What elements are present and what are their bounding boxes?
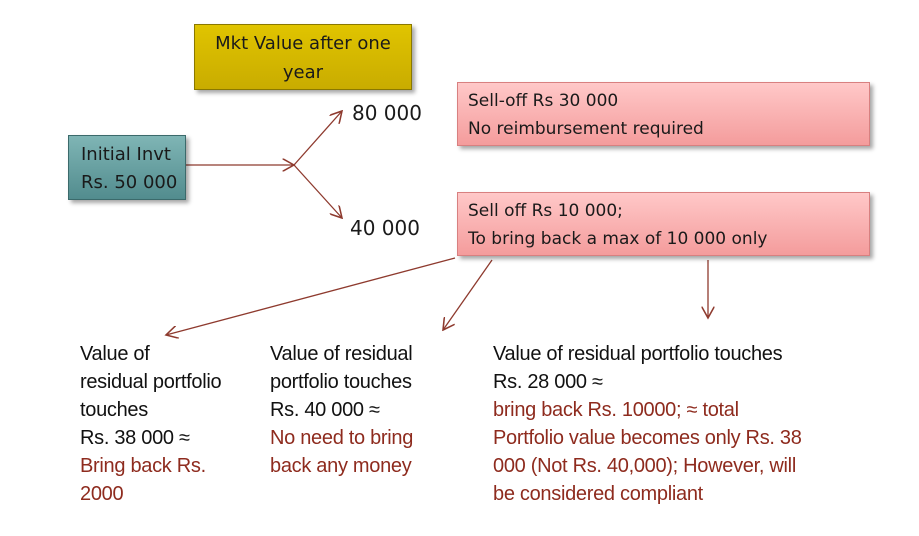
arrow-scenario-2 <box>443 259 493 330</box>
scenario-text: Value of residual <box>270 343 413 365</box>
arrow-up <box>293 111 342 166</box>
scenario-text: Rs. 38 000 ≈ <box>80 427 190 449</box>
initial-investment-box: Initial Invt Rs. 50 000 <box>68 135 186 200</box>
header-line: Mkt Value after one <box>215 33 391 54</box>
scenario-1: Value of residual portfolio touches Rs. … <box>80 340 222 508</box>
scenario-2: Value of residual portfolio touches Rs. … <box>270 340 413 480</box>
initial-line: Initial Invt <box>81 144 171 165</box>
scenario-text: portfolio touches <box>270 371 412 393</box>
arrow-scenario-1 <box>166 257 456 335</box>
action-line: Sell-off Rs 30 000 <box>468 91 619 111</box>
action-line: No reimbursement required <box>468 119 704 139</box>
scenario-action: 000 (Not Rs. 40,000); However, will <box>493 455 796 477</box>
arrow-down <box>293 164 342 218</box>
scenario-action: No need to bring <box>270 427 414 449</box>
scenario-action: Bring back Rs. <box>80 455 206 477</box>
market-value-header-box: Mkt Value after one year <box>194 24 412 90</box>
scenario-action: be considered compliant <box>493 483 703 505</box>
action-line: Sell off Rs 10 000; <box>468 201 623 221</box>
scenario-text: Rs. 40 000 ≈ <box>270 399 380 421</box>
scenario-action: 2000 <box>80 483 124 505</box>
initial-line: Rs. 50 000 <box>81 172 178 193</box>
scenario-3: Value of residual portfolio touches Rs. … <box>493 340 802 508</box>
value-low: 40 000 <box>350 216 420 240</box>
action-box-low: Sell off Rs 10 000; To bring back a max … <box>457 192 870 256</box>
scenario-text: residual portfolio <box>80 371 222 393</box>
scenario-action: back any money <box>270 455 412 477</box>
scenario-text: Value of residual portfolio touches <box>493 343 783 365</box>
scenario-text: touches <box>80 399 148 421</box>
scenario-action: bring back Rs. 10000; ≈ total <box>493 399 739 421</box>
header-line: year <box>282 62 324 83</box>
scenario-action: Portfolio value becomes only Rs. 38 <box>493 427 802 449</box>
action-line: To bring back a max of 10 000 only <box>468 229 768 249</box>
scenario-text: Rs. 28 000 ≈ <box>493 371 603 393</box>
scenario-text: Value of <box>80 343 150 365</box>
action-box-high: Sell-off Rs 30 000 No reimbursement requ… <box>457 82 870 146</box>
value-high: 80 000 <box>352 101 422 125</box>
